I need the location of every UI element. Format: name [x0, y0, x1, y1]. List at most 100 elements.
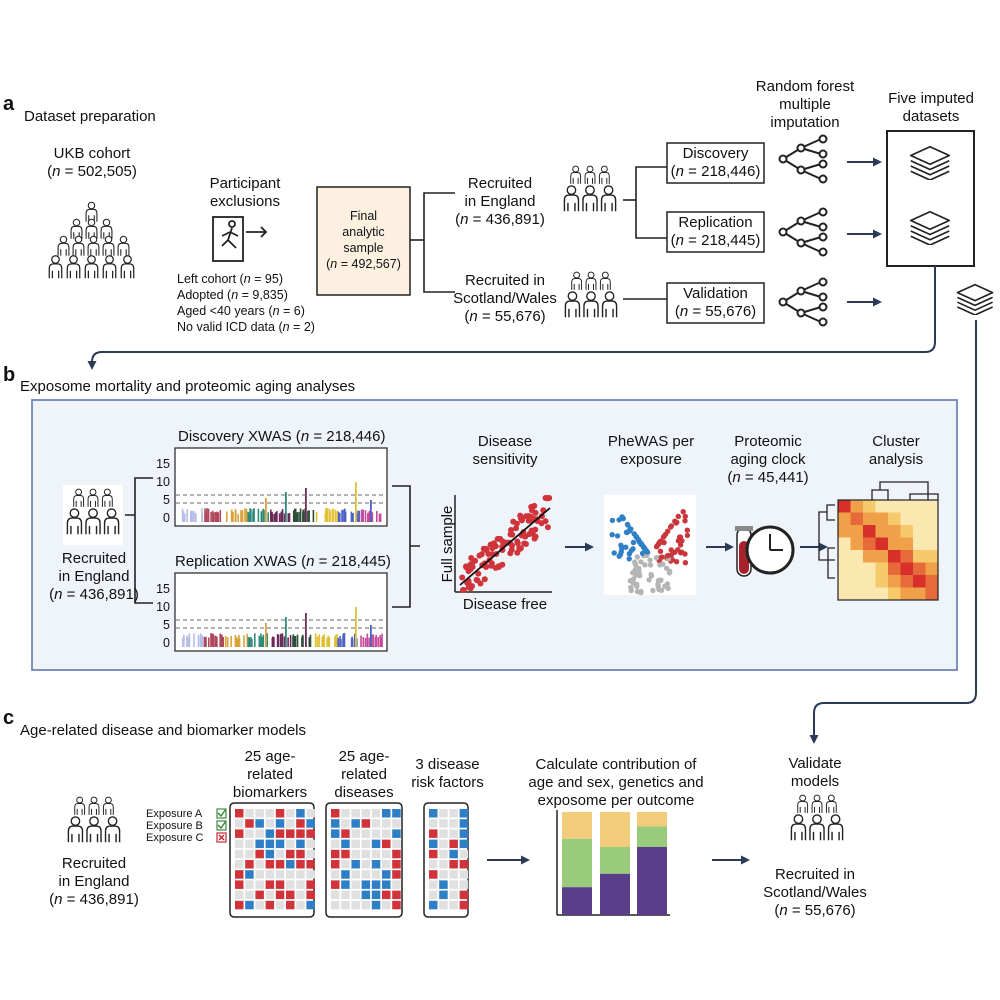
manhattan-point — [370, 625, 372, 647]
model-grid-cell — [361, 809, 371, 818]
model-grid-cell — [286, 839, 295, 849]
y-tick: 5 — [163, 618, 170, 632]
manhattan-point — [207, 508, 210, 522]
model-grid-cell — [341, 849, 350, 859]
sensitivity-scatter — [454, 495, 553, 593]
scatter-point — [499, 538, 506, 545]
risk-factors-title: risk factors — [411, 774, 484, 791]
volcano-point — [678, 550, 684, 556]
scatter-point — [528, 503, 535, 510]
final-sample-label: Final — [349, 209, 378, 223]
volcano-point — [647, 557, 653, 563]
volcano-point — [642, 562, 648, 568]
model-grid-cell — [439, 880, 448, 889]
model-grid-cell — [439, 819, 448, 828]
model-grid-cell — [439, 839, 448, 849]
volcano-point — [634, 583, 640, 590]
manhattan-point — [232, 511, 234, 522]
model-grid-cell — [245, 880, 254, 889]
model-grid-cell — [351, 870, 360, 879]
heatmap-cell — [913, 587, 926, 601]
manhattan-point — [368, 637, 370, 647]
scatter-point — [487, 541, 494, 548]
scatter-point — [481, 576, 488, 583]
manhattan-point — [244, 508, 246, 522]
model-grid-cell — [371, 880, 381, 889]
manhattan-point — [281, 509, 284, 522]
model-grid-cell — [392, 809, 401, 818]
manhattan-point — [308, 510, 310, 522]
cluster-title: Cluster — [872, 433, 920, 450]
heatmap-cell — [900, 575, 914, 588]
model-grid-cell — [361, 819, 371, 828]
model-grid-cell — [255, 829, 264, 838]
manhattan-point — [327, 635, 330, 647]
volcano-point — [657, 548, 664, 554]
model-grid-cell — [382, 900, 391, 910]
manhattan-point — [205, 512, 208, 522]
volcano-point — [614, 533, 621, 539]
model-grid-cell — [331, 839, 340, 849]
volcano-point — [677, 542, 684, 548]
volcano-point — [611, 550, 617, 556]
manhattan-point — [183, 634, 185, 647]
manhattan-point — [357, 510, 359, 522]
final-sample-label: sample — [343, 241, 384, 255]
manhattan-point — [216, 511, 218, 522]
model-grid-cell — [382, 819, 391, 828]
manhattan-point — [193, 633, 195, 647]
volcano-point — [628, 584, 634, 591]
scatter-point — [459, 574, 466, 581]
diseases-title: related — [341, 766, 387, 783]
manhattan-point — [292, 634, 295, 647]
manhattan-point — [273, 637, 275, 647]
manhattan-point — [341, 510, 343, 522]
manhattan-point — [222, 636, 224, 647]
model-grid-cell — [341, 829, 350, 838]
manhattan-point — [305, 488, 307, 522]
model-grid-cell — [361, 829, 371, 838]
manhattan-point — [219, 510, 222, 522]
model-grid-cell — [371, 890, 381, 900]
manhattan-point — [278, 513, 281, 522]
model-grid-cell — [429, 849, 438, 859]
model-grid-cell — [439, 860, 448, 869]
manhattan-point — [331, 509, 334, 522]
manhattan-point — [314, 633, 317, 647]
heatmap-cell — [900, 525, 914, 538]
model-grid-cell — [255, 890, 264, 900]
exclusions-title: Participant — [209, 175, 281, 192]
volcano-point — [660, 561, 666, 567]
manhattan-point — [270, 509, 272, 522]
manhattan-point — [216, 636, 218, 647]
model-grid-cell — [255, 809, 264, 818]
volcano-point — [627, 578, 633, 584]
heatmap-cell — [863, 525, 876, 538]
scatter-point — [544, 495, 551, 502]
discovery-manhattan-points — [181, 482, 382, 522]
model-grid-cell — [331, 870, 340, 879]
panel-a-label: a — [3, 93, 15, 115]
model-grid-cell — [331, 849, 340, 859]
cluster-title: analysis — [868, 451, 924, 468]
manhattan-point — [277, 634, 280, 647]
volcano-point — [680, 509, 686, 515]
stack-segment — [562, 812, 592, 839]
model-grid-cell — [439, 809, 448, 818]
phewas-volcano-plot — [604, 495, 696, 596]
model-grid-cell — [459, 870, 469, 879]
heatmap-cell — [888, 525, 901, 538]
heatmap-cell — [838, 512, 851, 526]
heatmap-cell — [838, 575, 851, 588]
heatmap-cell — [850, 512, 864, 526]
scatter-point — [532, 509, 539, 516]
model-grid-cell — [351, 849, 360, 859]
heatmap-cell — [875, 537, 889, 551]
manhattan-point — [195, 513, 197, 522]
heatmap-cell — [863, 562, 876, 576]
england-group-icon — [68, 797, 119, 842]
exclusion-item: No valid ICD data (n = 2) — [177, 320, 315, 334]
england-bracket — [623, 166, 667, 300]
model-grid-cell — [331, 819, 340, 828]
manhattan-point — [238, 638, 241, 647]
